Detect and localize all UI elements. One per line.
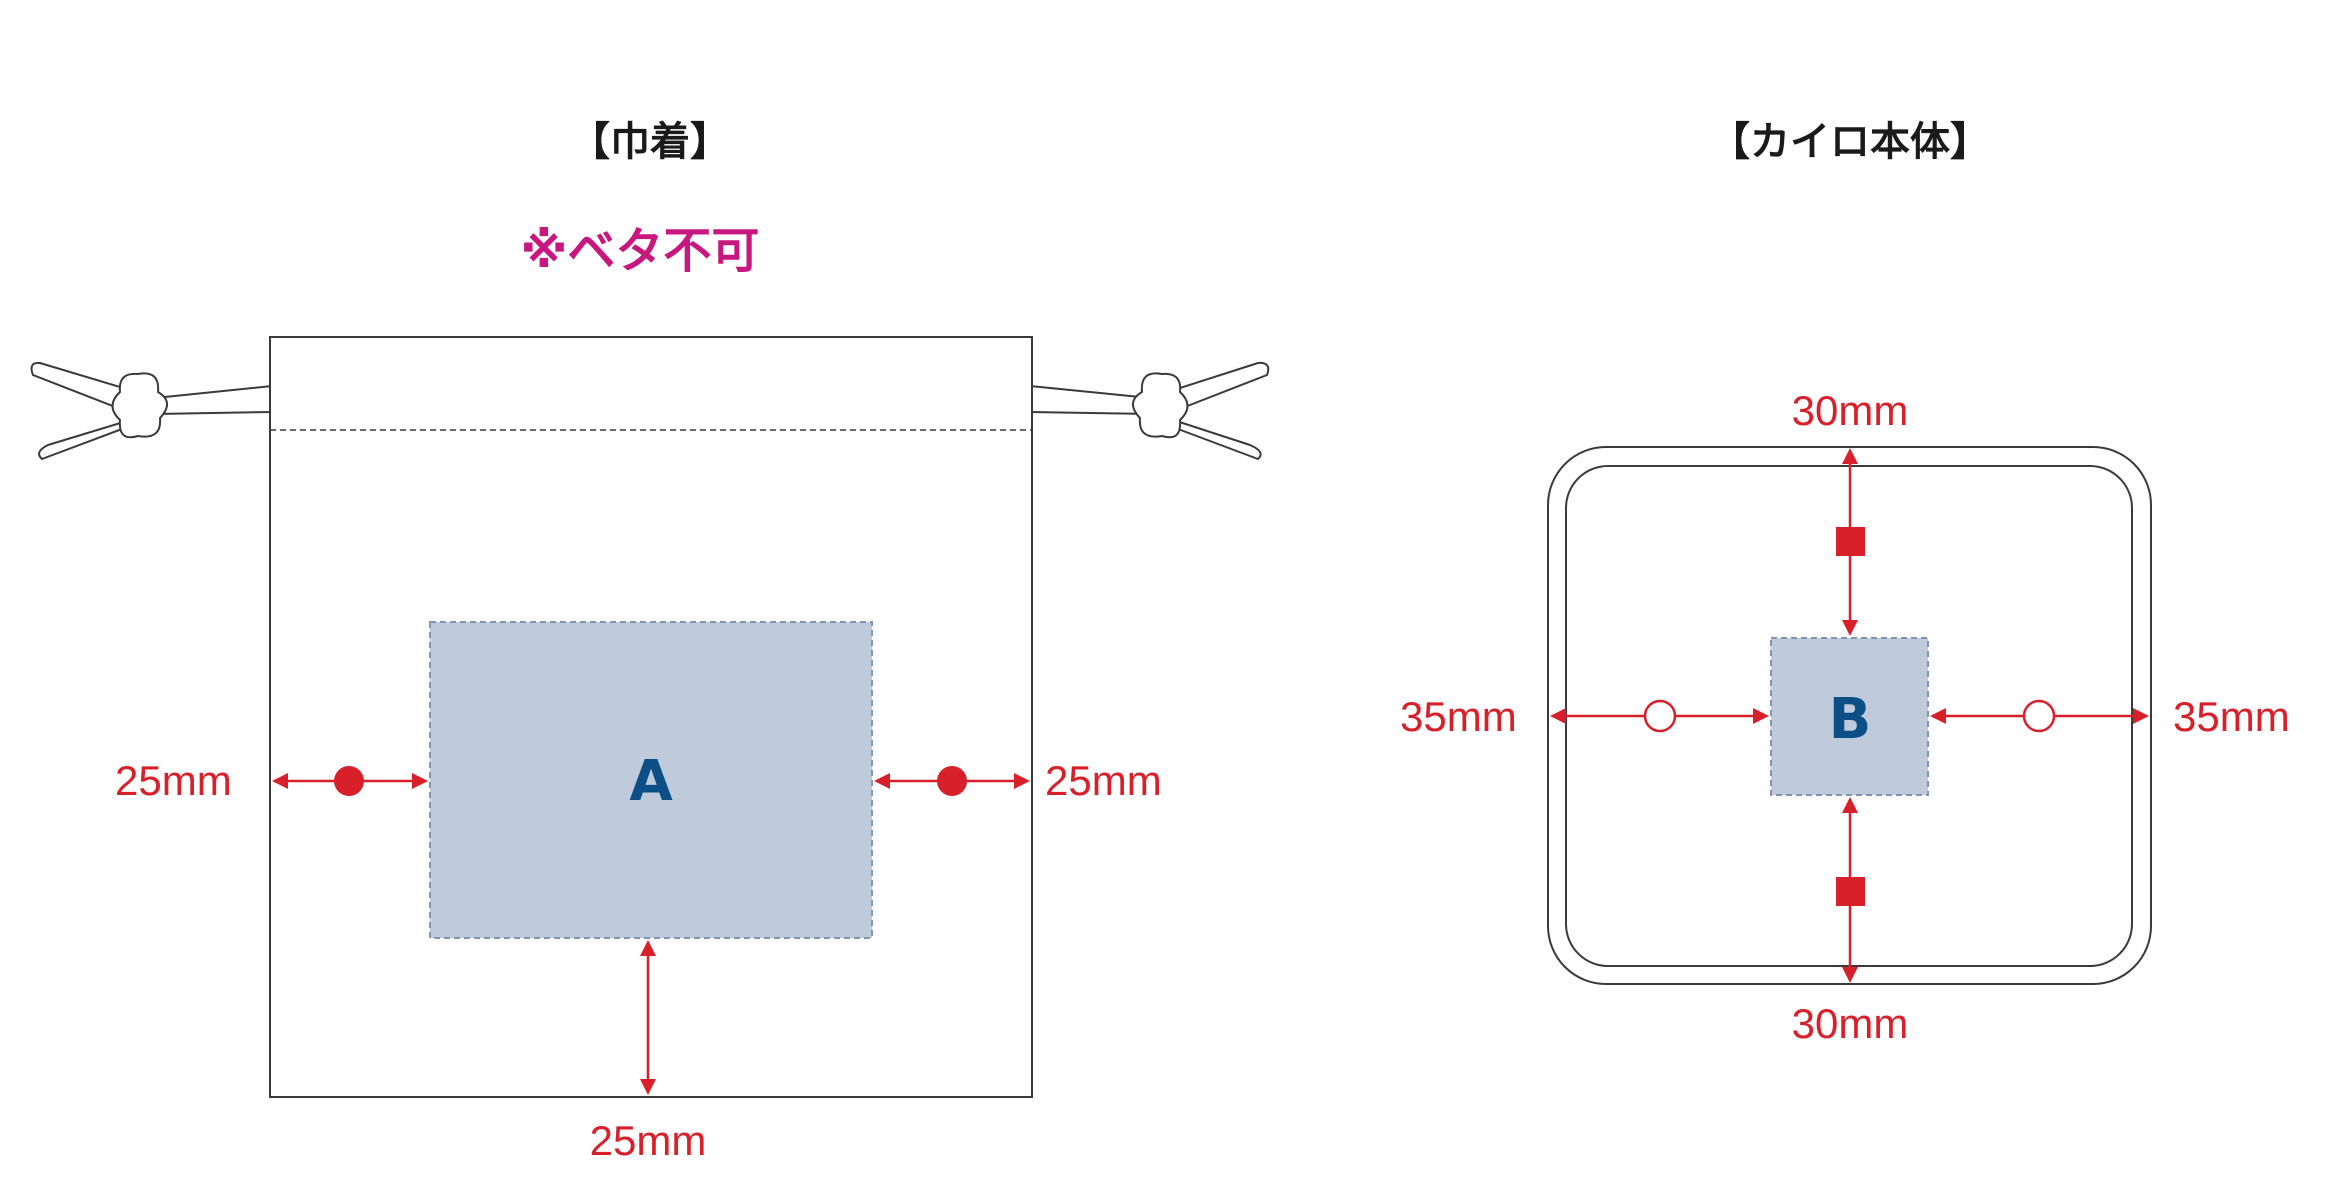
pouch-note: ※ベタ不可 (521, 223, 760, 279)
kairo-left-circle-marker (1643, 699, 1677, 733)
kairo-left-margin-arrow (1550, 699, 1769, 733)
pouch-left-margin-label: 25mm (115, 757, 232, 804)
kairo-right-margin-arrow (1930, 699, 2149, 733)
kairo-top-margin-arrow (1836, 448, 1865, 636)
pouch-cord-left (30, 361, 273, 460)
pouch-bottom-margin-label: 25mm (590, 1117, 707, 1164)
kairo-top-margin-label: 30mm (1792, 387, 1909, 434)
pouch-right-margin-arrow (874, 766, 1030, 796)
kairo-right-circle-marker (2022, 699, 2056, 733)
print-area-b-label: B (1829, 687, 1872, 752)
pouch-right-margin-label: 25mm (1045, 757, 1162, 804)
pouch-left-margin-arrow (272, 766, 428, 796)
print-area-a-label: A (629, 749, 673, 814)
pouch-cord-right (1029, 361, 1270, 460)
kairo-bottom-margin-arrow (1836, 797, 1865, 983)
kairo-figure: 【カイロ本体】 B 30mm 30mm 35mm (1400, 119, 2290, 1047)
kairo-right-margin-label: 35mm (2173, 693, 2290, 740)
kairo-heading: 【カイロ本体】 (1710, 119, 1990, 165)
kairo-top-square-marker (1836, 527, 1865, 556)
print-area-b (1770, 637, 1929, 796)
pouch-left-circle-marker (334, 766, 364, 796)
kairo-left-margin-label: 35mm (1400, 693, 1517, 740)
print-area-a (429, 621, 873, 939)
pouch-bottom-margin-arrow (640, 940, 656, 1095)
pouch-figure: 【巾着】 ※ベタ不可 A 25mm (30, 119, 1270, 1164)
kairo-bottom-square-marker (1836, 877, 1865, 906)
pouch-heading: 【巾着】 (570, 119, 730, 165)
pouch-right-circle-marker (937, 766, 967, 796)
kairo-bottom-margin-label: 30mm (1792, 1000, 1909, 1047)
